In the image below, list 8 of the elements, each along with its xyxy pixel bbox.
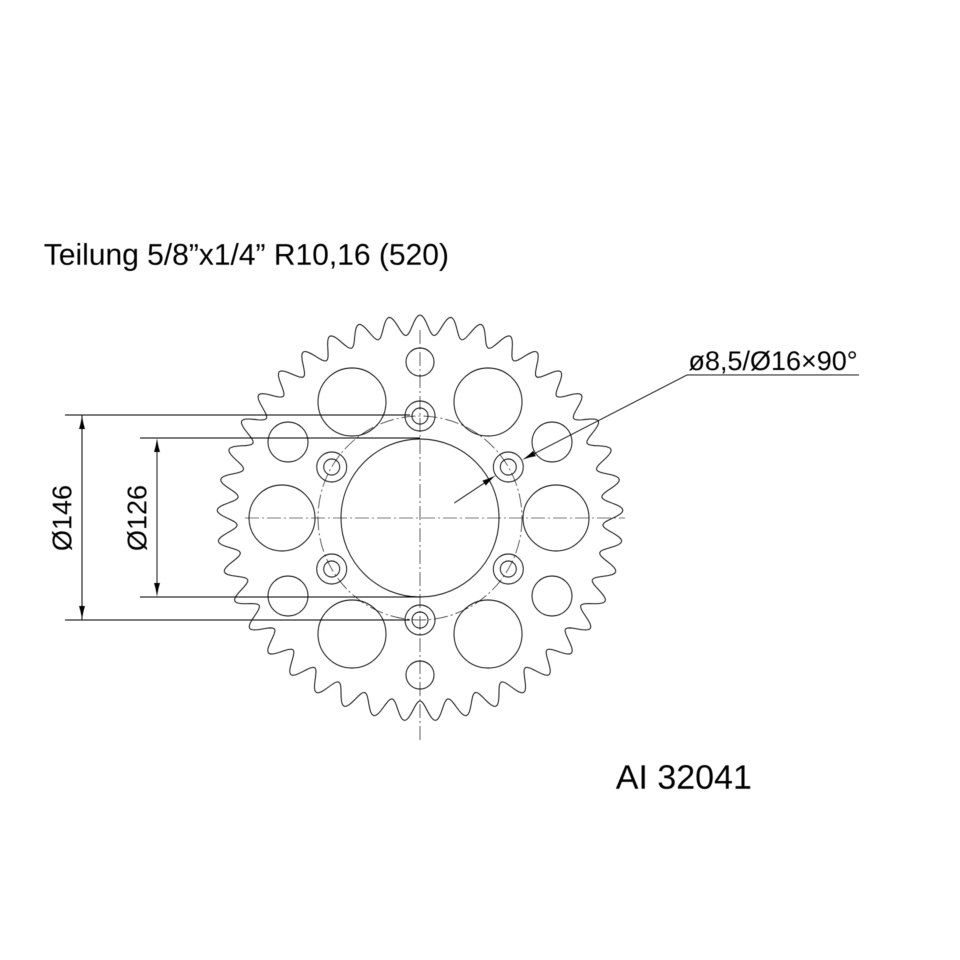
- leader-text: ø8,5/Ø16×90°: [689, 350, 856, 374]
- part-number: AI 32041: [616, 764, 750, 790]
- dimension-label: Ø126: [126, 486, 148, 550]
- dimension-label: Ø146: [52, 486, 72, 550]
- mounting-hole: [492, 452, 524, 482]
- title: Teilung 5/8”x1/4” R10,16 (520): [44, 243, 448, 271]
- leader-line: [454, 476, 494, 504]
- leader-line: [524, 374, 860, 459]
